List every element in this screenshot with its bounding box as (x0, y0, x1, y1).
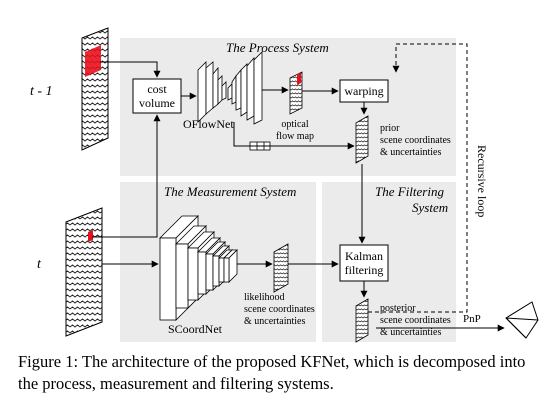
camera-pose-icon (505, 301, 539, 339)
optical-flow-label-line1: optical (281, 119, 308, 130)
likelihood-map (273, 243, 289, 293)
scoordnet-label: SCoordNet (168, 322, 223, 336)
arrow-prev-to-costvolume (100, 61, 161, 78)
measurement-system-title: The Measurement System (164, 184, 296, 199)
recursive-loop-arrow (368, 43, 468, 313)
kalman-filtering-block (339, 244, 389, 282)
likelihood-label-line1: likelihood (244, 292, 285, 303)
figure-caption: Figure 1: The architecture of the propos… (18, 352, 526, 393)
prior-map (355, 115, 369, 164)
kalman-label-line1: Kalman (345, 249, 383, 263)
prior-label-line3: & uncertainties (380, 147, 441, 158)
warping-label: warping (344, 84, 383, 98)
frame-label-current: t (37, 257, 42, 272)
optical-flow-label-line2: flow map (276, 131, 314, 142)
oflownet-label: OFlowNet (183, 117, 234, 131)
posterior-map (355, 298, 369, 343)
posterior-label-line2: scene coordinates (380, 315, 451, 326)
frame-image-current (65, 207, 103, 337)
frame-label-previous: t - 1 (30, 84, 53, 99)
kalman-label-line2: filtering (345, 263, 384, 277)
prior-label-line2: scene coordinates (380, 135, 451, 146)
recursive-loop-label: Recursive loop (475, 145, 489, 217)
scoordnet-network (159, 215, 238, 321)
arrow-current-to-costvolume (92, 114, 161, 238)
filtering-system-title-line1: The Filtering (375, 184, 444, 199)
cost-volume-label-line2: volume (139, 96, 175, 110)
frame-highlight-current (88, 230, 93, 242)
cost-volume-block (132, 78, 182, 114)
posterior-label-line3: & uncertainties (380, 327, 441, 338)
cost-volume-label-line1: cost (147, 82, 167, 96)
oflownet-network (197, 51, 263, 125)
process-system-title: The Process System (226, 40, 329, 55)
frame-image-previous (81, 27, 109, 151)
prior-label-line1: prior (380, 123, 400, 134)
optical-flow-highlight (297, 73, 301, 85)
filtering-system-title-line2: System (412, 200, 448, 215)
likelihood-label-line3: & uncertainties (244, 316, 305, 327)
arrow-oflownet-to-prior (233, 122, 355, 150)
likelihood-label-line2: scene coordinates (244, 304, 315, 315)
pnp-label: PnP (463, 313, 481, 325)
frame-highlight-previous (85, 45, 101, 77)
posterior-label-line1: posterior (380, 303, 416, 314)
